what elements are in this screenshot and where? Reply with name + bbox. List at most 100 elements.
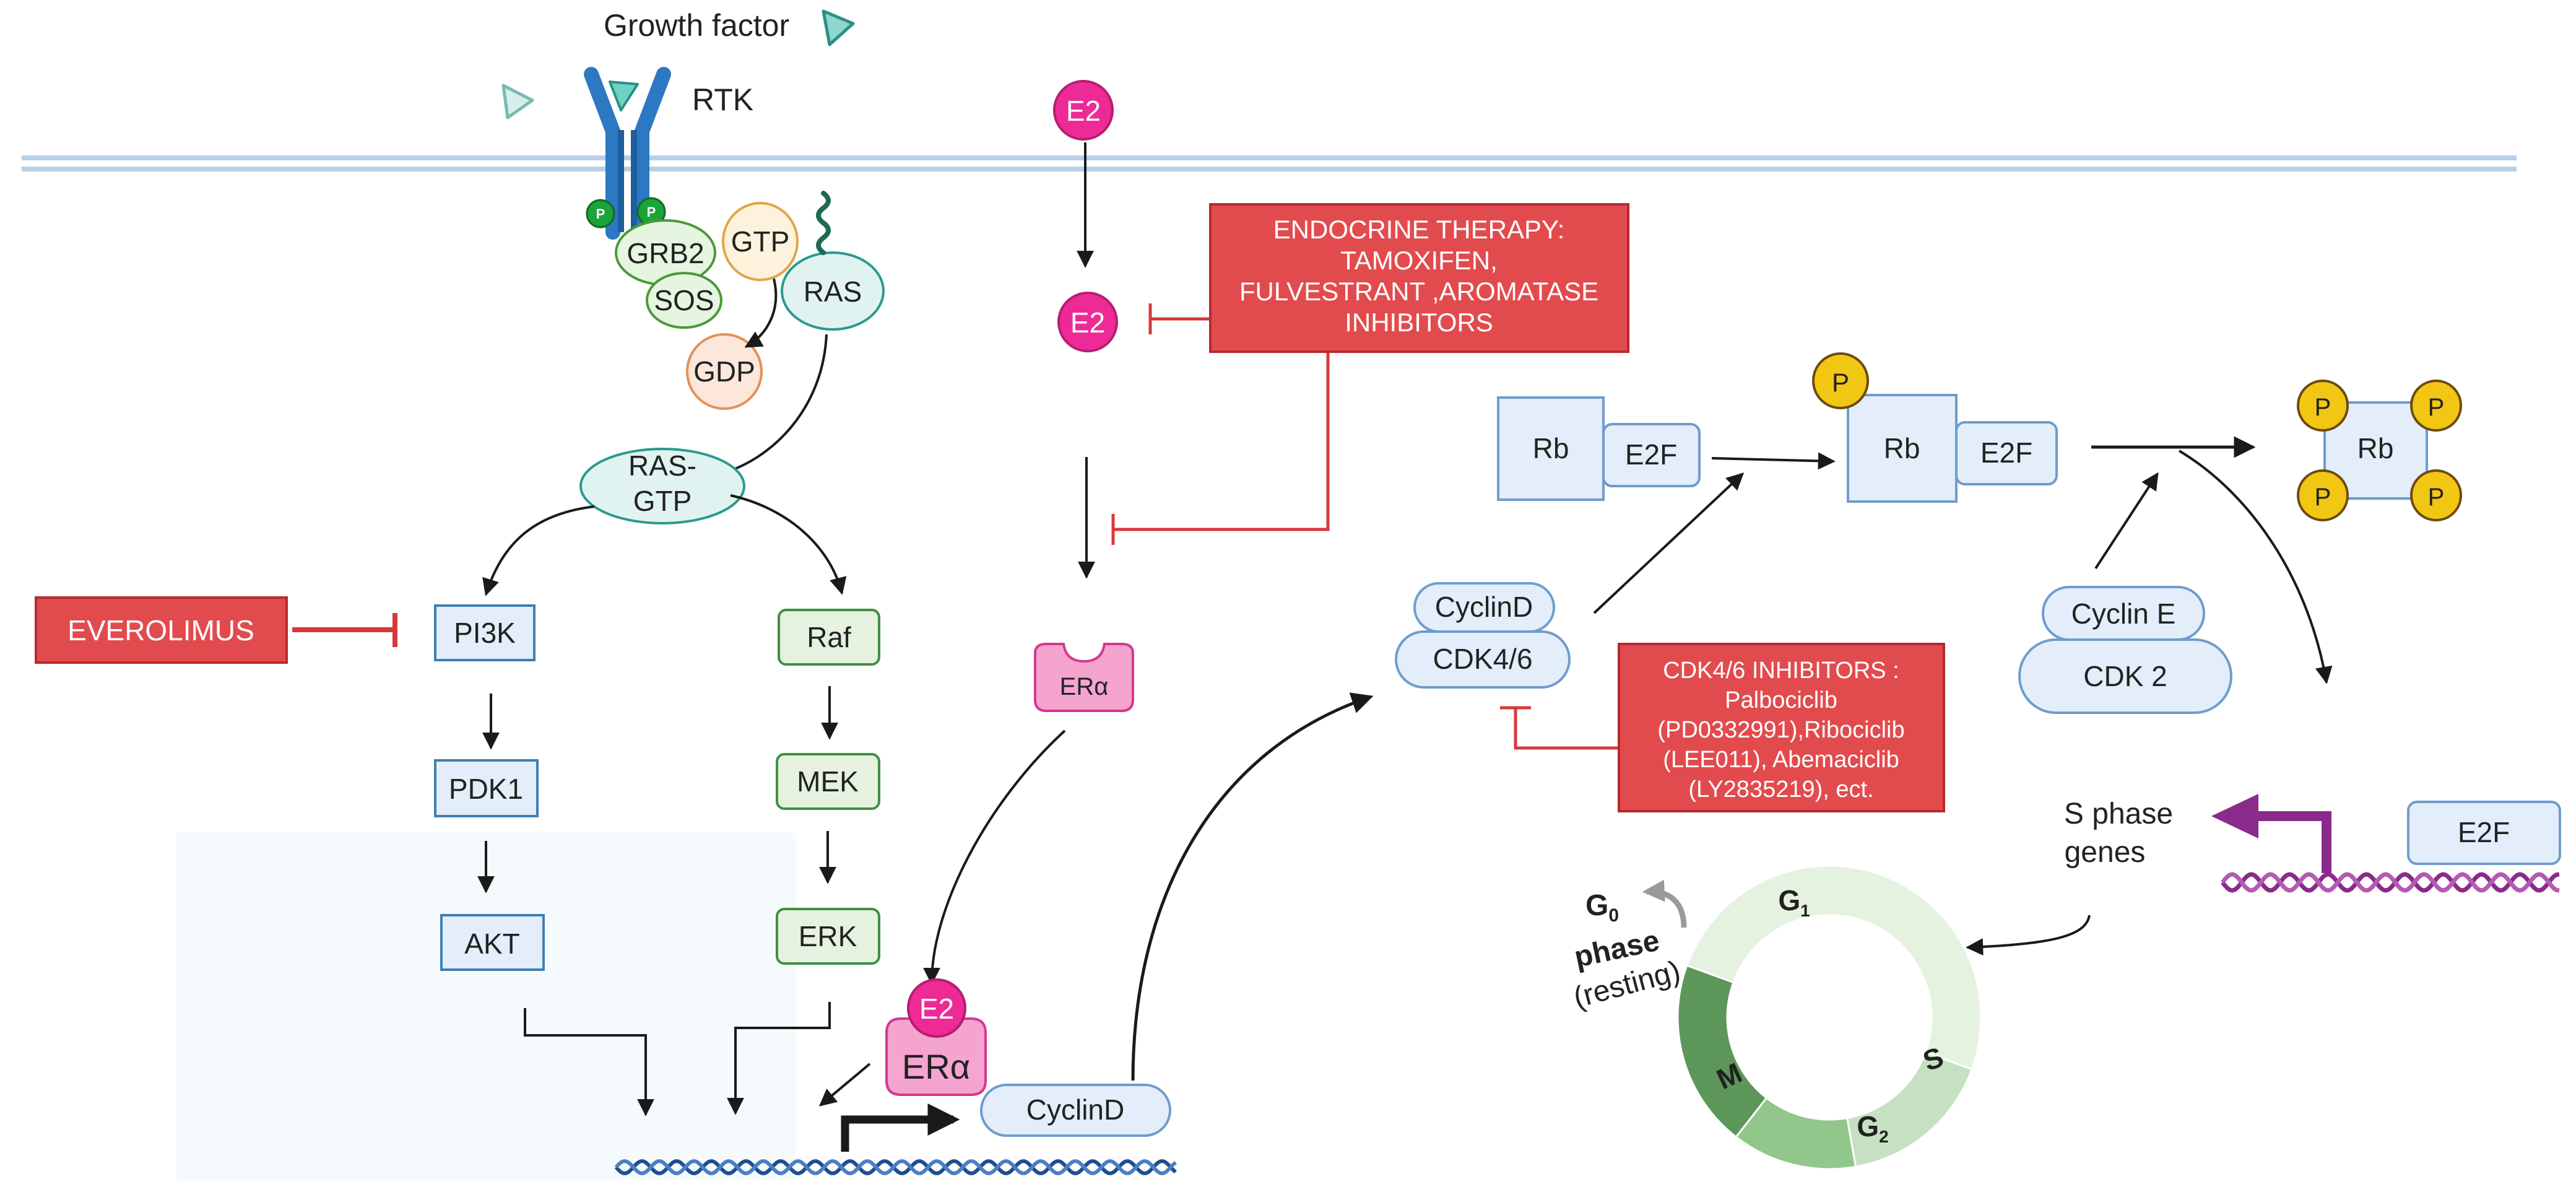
phosphate-label: P — [2315, 394, 2331, 421]
cell-cycle-segment — [1676, 964, 1768, 1139]
ras-gtp-label: GTP — [633, 485, 692, 517]
rasgtp-to-pi3k-arrow — [482, 505, 595, 596]
mek-node — [776, 753, 880, 810]
rb-e2f-phospho-arrow — [1711, 452, 1836, 470]
cell-membrane — [22, 155, 2517, 172]
cdk46-label: CDK4/6 — [1433, 643, 1532, 675]
e2-bound-label: E2 — [919, 993, 954, 1025]
transcription-start-arrow — [841, 1103, 960, 1152]
mek-label: MEK — [797, 765, 859, 798]
cdk46-inhibition-line — [1514, 709, 1619, 750]
erk-to-dna-arrow — [727, 1002, 831, 1115]
endocrine-therapy-line: ENDOCRINE THERAPY: — [1273, 215, 1565, 244]
e2f-bound-node — [2407, 801, 2561, 865]
rtk-receptor-icon — [584, 67, 671, 240]
pdk1-label: PDK1 — [449, 773, 523, 805]
everolimus-drug-box — [35, 596, 288, 664]
dna-strand-purple-icon — [2221, 872, 2560, 893]
phospho-green-icon — [586, 199, 615, 228]
everolimus-label: EVEROLIMUS — [67, 614, 254, 646]
s-phase-transcription-arrow — [2253, 811, 2331, 873]
er-alpha-complex-label: ERα — [902, 1047, 970, 1086]
dna-strand-icon — [614, 1159, 1177, 1175]
cell-cycle-segment — [1845, 1051, 1974, 1168]
er-alpha-label: ERα — [1060, 673, 1109, 700]
s-phase-to-cycle-arrow — [1966, 915, 2091, 956]
ras-to-rasgtp-line — [730, 334, 828, 472]
e2-label: E2 — [1066, 95, 1101, 127]
free-ligand-icon — [501, 84, 534, 120]
cdk46-inhibitors-line: CDK4/6 INHIBITORS : — [1663, 658, 1899, 684]
er-alpha-receptor-icon — [1034, 643, 1134, 712]
ras-node — [781, 251, 885, 331]
endocrine-therapy-line: INHIBITORS — [1345, 308, 1493, 337]
cell-cycle-ring — [1676, 866, 1981, 1170]
akt-label: AKT — [464, 928, 519, 960]
cyclin-d-gene-node — [980, 1084, 1171, 1137]
cyclin-e-label: Cyclin E — [2071, 598, 2176, 630]
phosphate-yellow-icon — [1812, 352, 1869, 409]
phosphate-label: P — [2315, 484, 2331, 511]
cdk46-inhibitors-line: (LY2835219), ect. — [1688, 777, 1873, 803]
cyclin-d-gene-label: CyclinD — [1026, 1094, 1124, 1126]
endocrine-therapy-line: FULVESTRANT ,AROMATASE — [1239, 277, 1598, 306]
phosphate-yellow-icon — [2297, 380, 2349, 432]
cdk46-inhibitors-line: (PD0332991),Ribociclib — [1657, 717, 1904, 743]
ras-gtp-label: RAS- — [628, 450, 696, 482]
endocrine-therapy-box — [1209, 203, 1629, 353]
akt-to-dna-arrow — [524, 1008, 654, 1116]
e2f-label: E2F — [1625, 438, 1677, 471]
gtp-node — [722, 202, 799, 281]
phosphate-label: P — [1832, 368, 1849, 397]
phosphate-label: P — [2428, 394, 2445, 421]
gtp-label: GTP — [731, 225, 790, 258]
gdp-label: GDP — [693, 355, 755, 388]
rb-p-label: Rb — [1884, 432, 1920, 464]
rb-label: Rb — [1533, 432, 1569, 464]
cdk46-to-rb-arrow — [1593, 472, 1745, 614]
sos-node — [646, 272, 722, 329]
e2f-p-node — [1955, 421, 2058, 485]
erk-node — [776, 908, 880, 965]
sos-label: SOS — [654, 284, 714, 316]
rasgtp-to-raf-arrow — [730, 494, 847, 595]
phospho-label: P — [647, 204, 656, 220]
complex-to-dna-arrow — [818, 1063, 871, 1107]
endocrine-therapy-line: TAMOXIFEN, — [1340, 246, 1498, 275]
g1-phase-label: G1 — [1778, 884, 1810, 920]
ras-gtp-node — [579, 448, 745, 524]
rb-p-node — [1847, 394, 1958, 503]
pi3k-node — [434, 604, 536, 661]
rtk-label: RTK — [692, 82, 753, 117]
s-phase-genes-label: genes — [2065, 836, 2146, 869]
erk-label: ERK — [799, 920, 857, 952]
cdk46-inhibitors-line: (LEE011), Abemaciclib — [1663, 747, 1899, 773]
e2f-release-arrow — [2178, 450, 2333, 684]
er-to-complex-arrow — [923, 729, 1066, 985]
e2-label: E2 — [1070, 307, 1105, 339]
gdp-node — [686, 333, 763, 410]
g2-phase-label: G2 — [1857, 1110, 1888, 1146]
rb-hyper-label: Rb — [2357, 432, 2394, 464]
phosphate-yellow-icon — [2410, 469, 2462, 521]
endocrine-inhibit-er-line — [1114, 353, 1330, 531]
phosphate-yellow-icon — [2410, 380, 2462, 432]
pi3k-label: PI3K — [454, 617, 516, 649]
g0-phase-label: G0 — [1585, 889, 1619, 926]
cdk46-inhibitors-box — [1618, 643, 1945, 812]
akt-node — [440, 914, 545, 971]
gtp-to-gdp-arrow — [744, 278, 778, 348]
cyclin-d-label: CyclinD — [1435, 591, 1533, 623]
growth-factor-icon — [822, 9, 855, 46]
cdk2-node — [2018, 638, 2232, 714]
phospho-label: P — [596, 206, 605, 222]
e2-bound-icon — [907, 978, 966, 1038]
phosphate-label: P — [2428, 484, 2445, 511]
e2f-bound-label: E2F — [2458, 816, 2510, 848]
e2-ligand-icon — [1057, 292, 1118, 352]
growth-factor-label: Growth factor — [604, 8, 789, 43]
ras-lipid-tail-icon — [816, 191, 831, 255]
e2f-p-label: E2F — [1980, 437, 2032, 469]
cdk2-label: CDK 2 — [2083, 660, 2167, 692]
